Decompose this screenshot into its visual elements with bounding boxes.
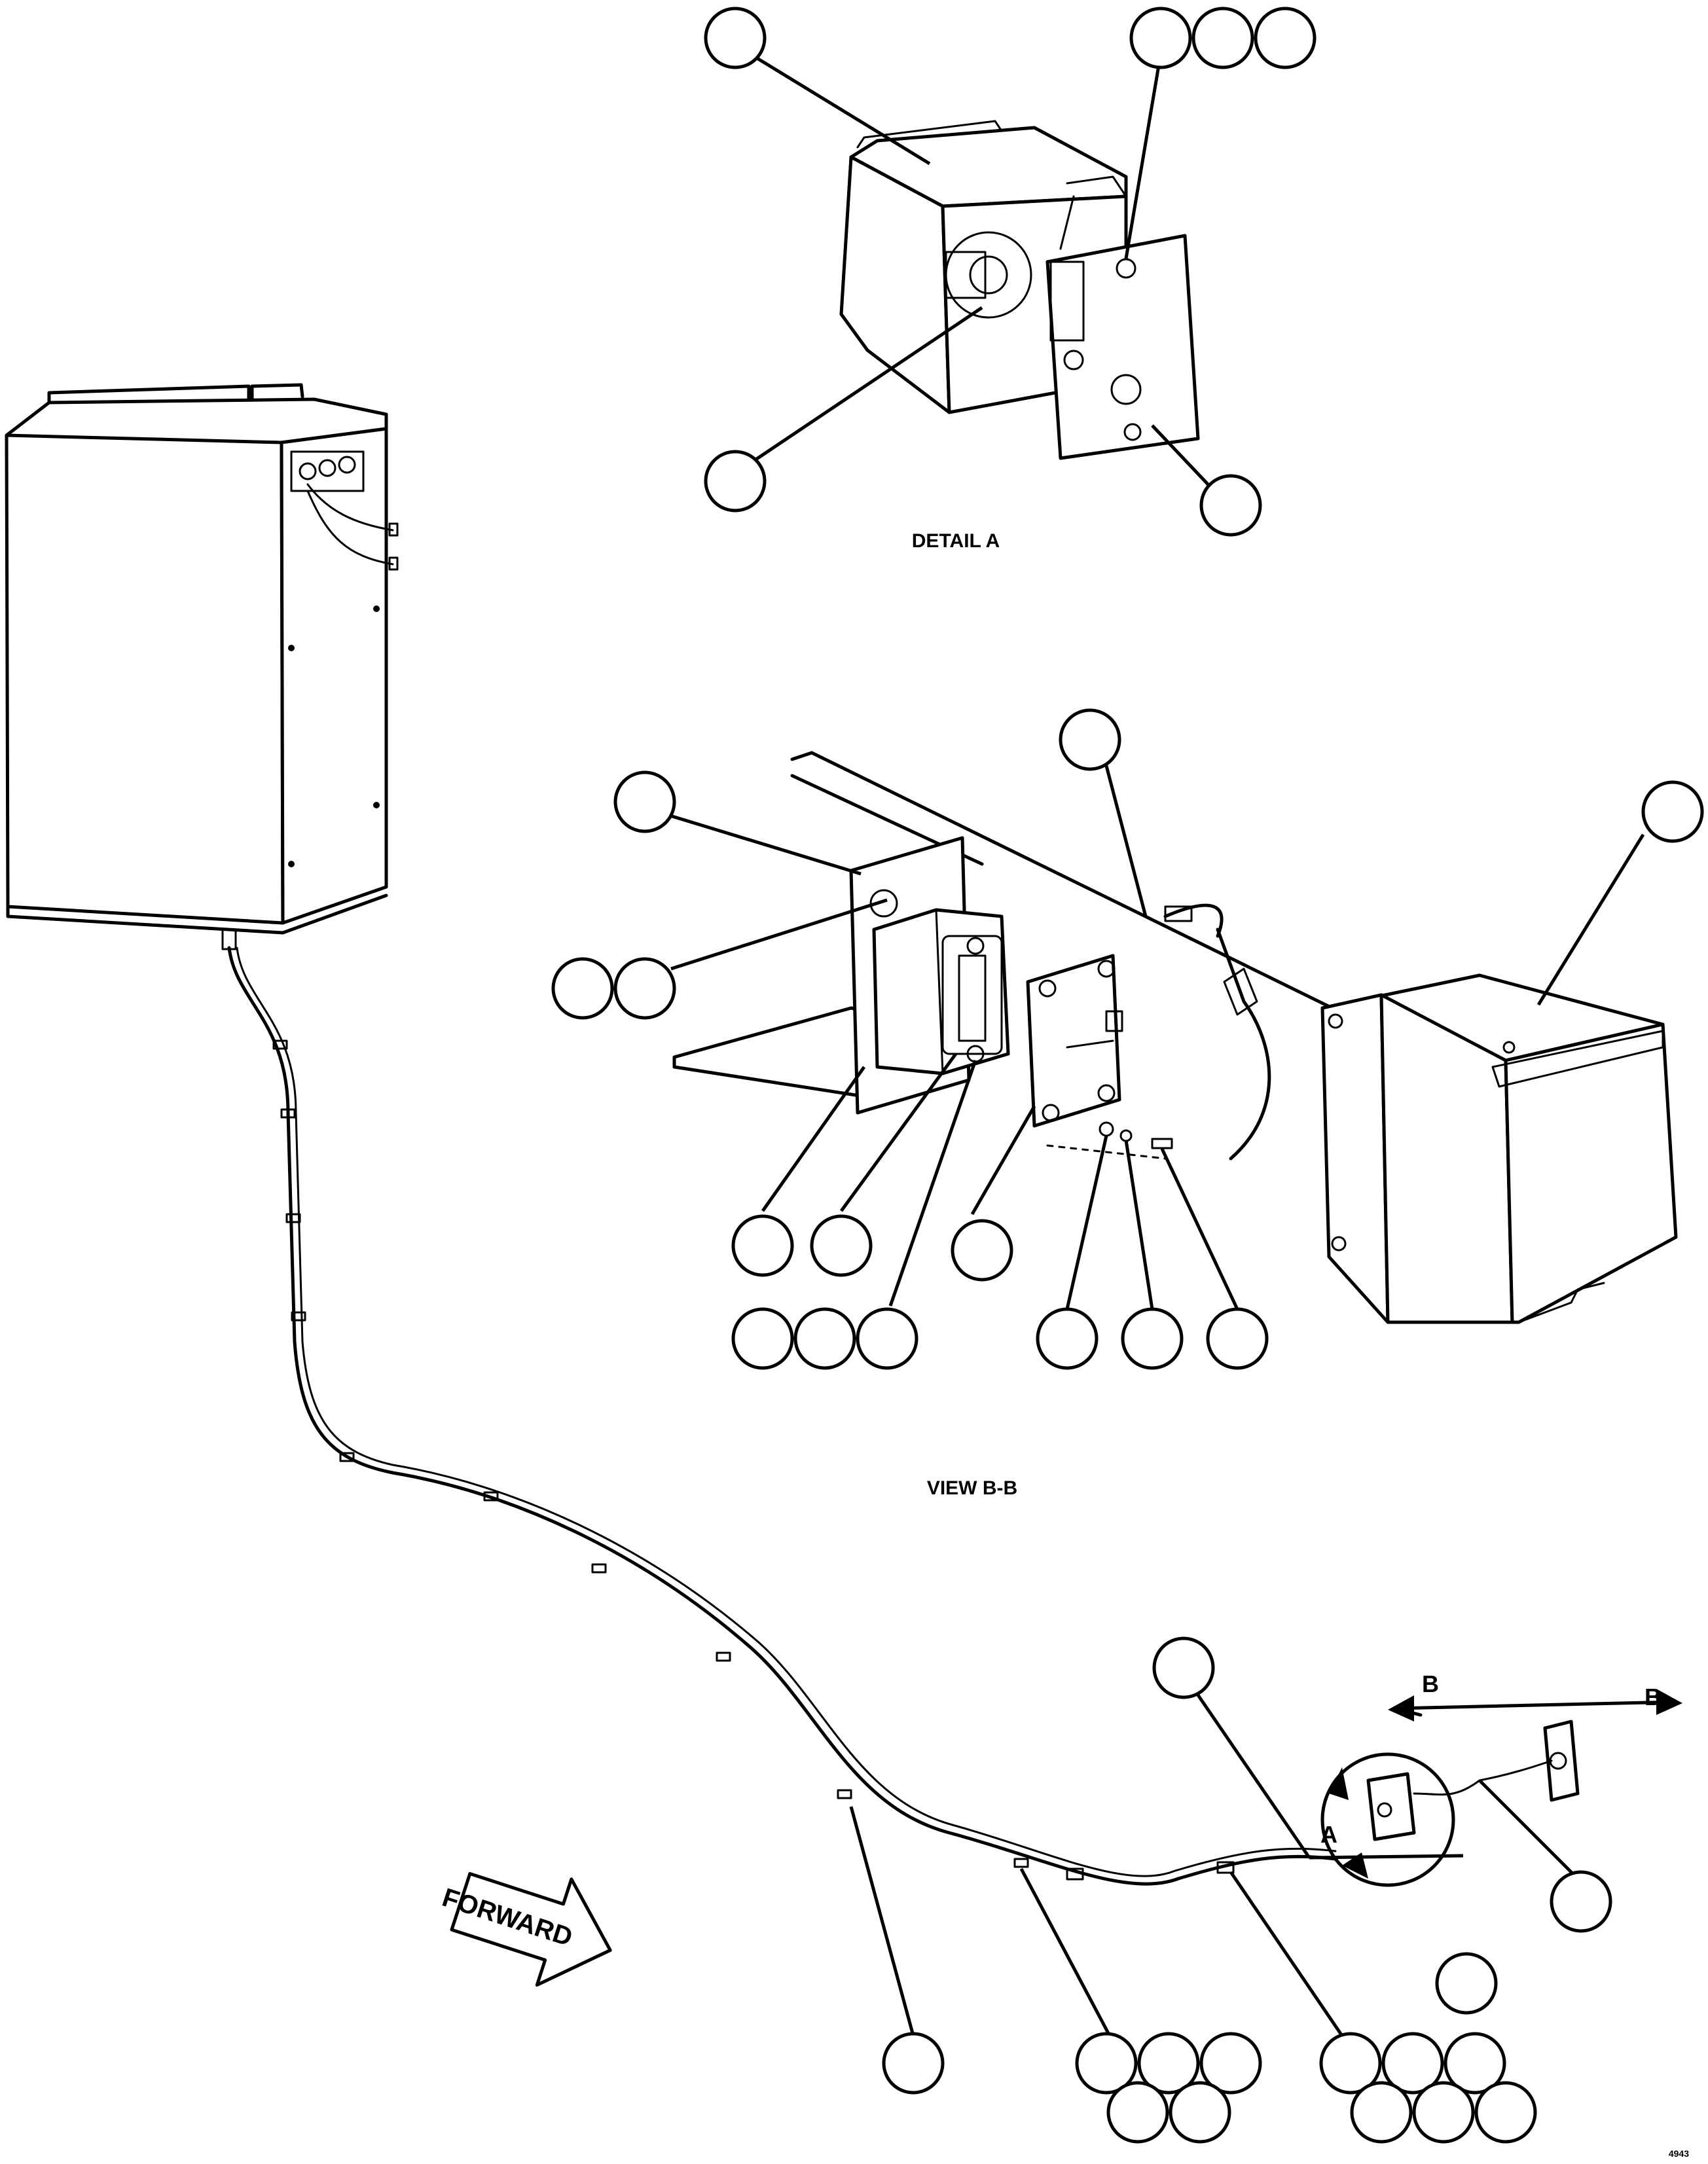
callout-balloon: [1641, 780, 1704, 843]
callout-balloon: [1059, 708, 1121, 771]
callout-balloon: [704, 7, 767, 69]
callout-balloon: [1381, 2032, 1444, 2095]
detail-a-junction-box: [839, 120, 1200, 460]
view-bb-title: VIEW B-B: [927, 1477, 1017, 1499]
sheet-reference: 4943: [1669, 2148, 1689, 2159]
callout-balloon: [1412, 2081, 1475, 2144]
callout-balloon: [731, 1214, 794, 1277]
callout-balloon: [793, 1307, 856, 1370]
callout-balloon: [1474, 2081, 1537, 2144]
detail-a-magnifier: [1320, 1689, 1682, 1887]
callout-balloon: [882, 2032, 945, 2095]
callout-leaders: [667, 54, 1645, 2037]
callout-balloon: [1350, 2081, 1413, 2144]
callout-balloon: [1319, 2032, 1382, 2095]
view-bb-battery-box: [1320, 973, 1678, 1324]
callout-balloon: [1550, 1870, 1612, 1933]
callout-balloon: [731, 1307, 794, 1370]
callout-balloon: [1254, 7, 1317, 69]
callout-balloon: [1444, 2032, 1506, 2095]
detail-a-title: DETAIL A: [912, 530, 1000, 552]
callout-balloon: [551, 957, 614, 1020]
callout-balloon: [1199, 2032, 1262, 2095]
view-bb-switch-assembly: [672, 751, 1508, 1161]
section-b-right-label: B: [1644, 1684, 1662, 1710]
detail-a-marker-label: A: [1320, 1821, 1337, 1848]
section-b-left-label: B: [1422, 1670, 1439, 1697]
forward-arrow: FORWARD: [439, 1871, 612, 1987]
callout-balloon: [613, 770, 676, 833]
callout-balloon: [1169, 2081, 1231, 2144]
callout-balloon: [1137, 2032, 1200, 2095]
callout-balloon: [1435, 1952, 1498, 2015]
callout-balloon: [856, 1307, 918, 1370]
cable-harness: [227, 946, 1337, 1886]
callout-balloon: [613, 957, 676, 1020]
callout-balloon: [1199, 474, 1262, 537]
callout-balloon: [1036, 1307, 1099, 1370]
callout-balloon: [1191, 7, 1254, 69]
control-box-enclosure: [5, 383, 399, 950]
callout-balloon: [1121, 1307, 1184, 1370]
callout-balloons: [551, 7, 1704, 2144]
callout-balloon: [1152, 1636, 1215, 1699]
callout-balloon: [704, 450, 767, 513]
callout-balloon: [1129, 7, 1192, 69]
callout-balloon: [951, 1219, 1013, 1282]
callout-balloon: [810, 1214, 873, 1277]
callout-balloon: [1075, 2032, 1138, 2095]
callout-balloon: [1206, 1307, 1269, 1370]
callout-balloon: [1106, 2081, 1169, 2144]
